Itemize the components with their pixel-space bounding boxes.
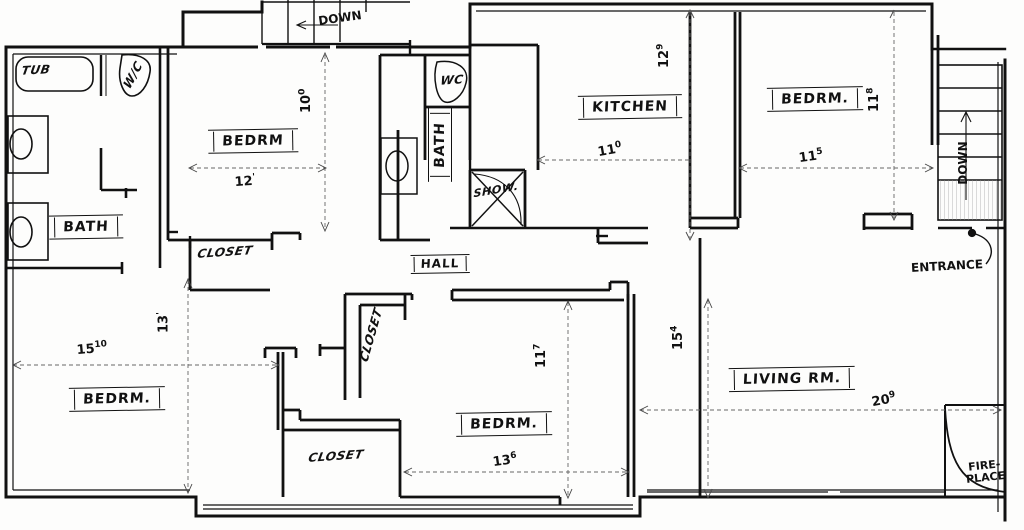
room-name-text: BEDRM xyxy=(221,131,285,150)
dimension-arrowheads xyxy=(11,8,1003,500)
dim-whole: 11 xyxy=(797,148,818,167)
room-label-bedrm-top-left: BEDRM xyxy=(207,128,298,156)
exterior-wall-inner-line xyxy=(12,10,999,512)
dim-frac: ' xyxy=(252,172,256,183)
dimension-living-room-height: 154 xyxy=(670,326,686,350)
fireplace xyxy=(944,407,1006,493)
stairs-top xyxy=(261,0,410,46)
room-name-text: LIVING RM. xyxy=(742,369,842,388)
dimension-lines xyxy=(13,12,1000,497)
dim-frac: 9 xyxy=(655,43,666,50)
door-jambs xyxy=(168,40,608,248)
dim-frac: 8 xyxy=(865,87,876,94)
annotation-down-right: DOWN xyxy=(956,141,970,185)
room-name-text: BATH xyxy=(431,121,448,169)
interior-walls-bedrm-bottom-mid xyxy=(400,294,636,505)
room-label-bedrm-top-right: BEDRM. xyxy=(766,86,864,114)
room-label-hall: HALL xyxy=(410,253,470,276)
dim-whole: 12 xyxy=(234,173,254,191)
center-bath-fixtures xyxy=(380,60,524,227)
room-name-text: HALL xyxy=(420,256,460,271)
dim-whole: 11 xyxy=(866,93,882,112)
dim-frac: 10 xyxy=(94,339,108,351)
dim-frac: ' xyxy=(155,312,166,315)
dimension-bedrm-top-left-height: 100 xyxy=(298,89,314,113)
interior-walls-bedrm-top-left xyxy=(166,45,410,292)
room-name-text: KITCHEN xyxy=(591,97,669,116)
dim-whole: 10 xyxy=(298,94,314,113)
dimension-house-height: 13' xyxy=(155,312,171,333)
bath-fixtures-left xyxy=(7,53,151,261)
dim-whole: 15 xyxy=(670,331,686,350)
room-label-bedrm-bottom-mid: BEDRM. xyxy=(455,411,553,439)
dimension-bedrm-top-left-width: 12' xyxy=(234,172,256,190)
dimension-bedrm-bottom-mid-height: 117 xyxy=(533,344,549,368)
dim-whole: 13 xyxy=(491,452,512,471)
dim-whole: 13 xyxy=(156,314,172,333)
dimension-bedrm-top-right-width: 115 xyxy=(798,147,824,167)
dimension-bedrm-bottom-left-width: 1510 xyxy=(76,339,108,358)
room-name-text: BEDRM. xyxy=(469,414,539,433)
room-name-text: BEDRM. xyxy=(780,89,850,108)
interior-walls-left-bath xyxy=(6,47,162,274)
dimension-bedrm-bottom-mid-width: 136 xyxy=(492,451,518,471)
room-label-bedrm-bottom-left: BEDRM. xyxy=(68,386,166,414)
dim-frac: 4 xyxy=(669,325,680,332)
dim-whole: 12 xyxy=(656,49,672,68)
dim-frac: 0 xyxy=(297,88,308,95)
interior-walls-center-bath xyxy=(378,45,648,245)
room-label-bath-left: BATH xyxy=(48,214,124,241)
dim-whole: 15 xyxy=(76,341,96,359)
interior-walls-bedrm-top-right xyxy=(733,12,940,230)
room-label-living-room: LIVING RM. xyxy=(728,365,856,394)
fixture-label-wc-center: WC xyxy=(439,72,465,88)
room-name-text: BATH xyxy=(62,218,110,235)
stairs-right xyxy=(937,64,1003,221)
interior-walls-bedrm-bottom-left xyxy=(263,344,402,497)
interior-walls-hall xyxy=(343,280,630,400)
dim-whole: 11 xyxy=(533,349,549,368)
dimension-kitchen-height: 129 xyxy=(656,44,672,68)
dimension-bedrm-top-right-height: 118 xyxy=(866,88,882,112)
room-name-text: BEDRM. xyxy=(82,389,152,408)
dim-frac: 6 xyxy=(509,450,518,462)
window-bays xyxy=(203,491,945,506)
dim-frac: 5 xyxy=(815,146,824,158)
interior-walls-living-room xyxy=(698,238,1007,497)
room-label-bath-center: BATH xyxy=(428,108,454,182)
dim-frac: 7 xyxy=(532,343,543,350)
fixture-label-tub: TUB xyxy=(20,62,52,78)
entrance-door xyxy=(938,226,1005,265)
room-label-kitchen: KITCHEN xyxy=(577,94,683,122)
exterior-walls xyxy=(4,0,1007,522)
